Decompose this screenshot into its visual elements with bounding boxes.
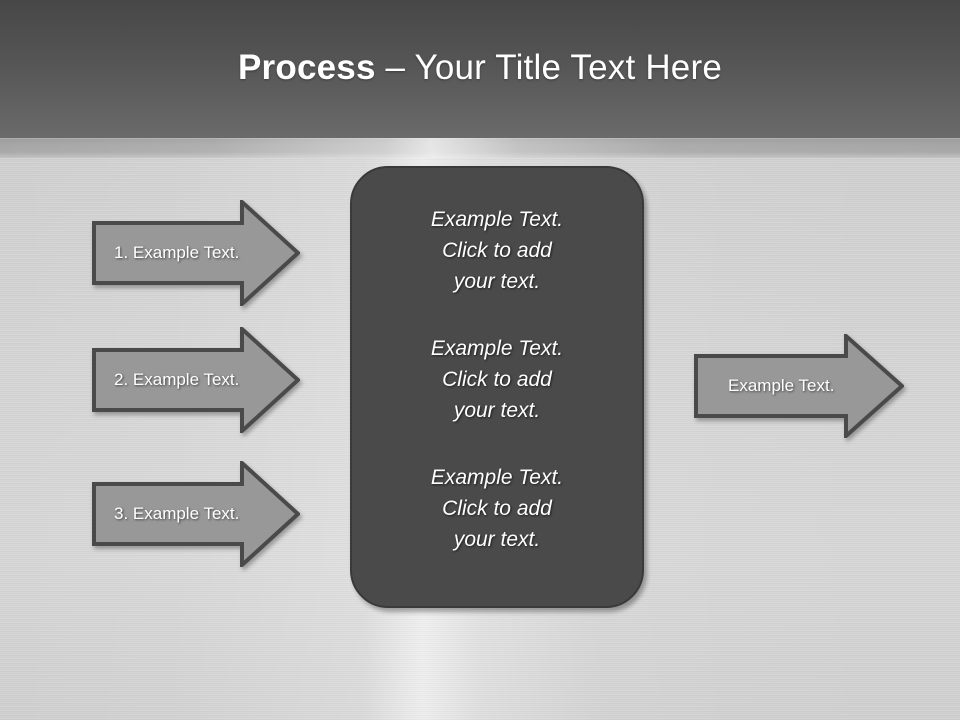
center-text-block-3-line1: Example Text. — [430, 466, 564, 489]
process-output-arrow[interactable]: Example Text. — [694, 334, 904, 438]
process-arrow-3[interactable]: 3. Example Text. — [92, 461, 300, 567]
page-title-light: – Your Title Text Here — [375, 48, 722, 87]
center-text-block-3: Example Text. Click to add your text. — [370, 462, 624, 555]
center-text-block-3-line2: Click to add — [442, 497, 552, 520]
center-text-block-1: Example Text. Click to add your text. — [370, 204, 624, 297]
page-title: Process – Your Title Text Here — [0, 48, 960, 88]
center-text-block-2: Example Text. Click to add your text. — [370, 333, 624, 426]
center-text-block-1-line1: Example Text. — [430, 208, 564, 231]
center-text-block-1-line3: your text. — [453, 270, 541, 293]
arrow-right-icon — [92, 200, 300, 306]
arrow-right-icon — [694, 334, 904, 438]
page-title-strong: Process — [238, 48, 376, 87]
center-text-block-2-line3: your text. — [453, 399, 541, 422]
center-text-block-2-line1: Example Text. — [430, 337, 564, 360]
center-text-block-3-line3: your text. — [453, 528, 541, 551]
center-text-block-1-line2: Click to add — [442, 239, 552, 262]
process-center-panel[interactable]: Example Text. Click to add your text. Ex… — [350, 166, 644, 608]
center-text-block-2-line2: Click to add — [442, 368, 552, 391]
slide-header-band: Process – Your Title Text Here — [0, 0, 960, 138]
arrow-right-icon — [92, 327, 300, 433]
process-arrow-1[interactable]: 1. Example Text. — [92, 200, 300, 306]
process-arrow-2[interactable]: 2. Example Text. — [92, 327, 300, 433]
arrow-right-icon — [92, 461, 300, 567]
header-divider — [0, 138, 960, 158]
